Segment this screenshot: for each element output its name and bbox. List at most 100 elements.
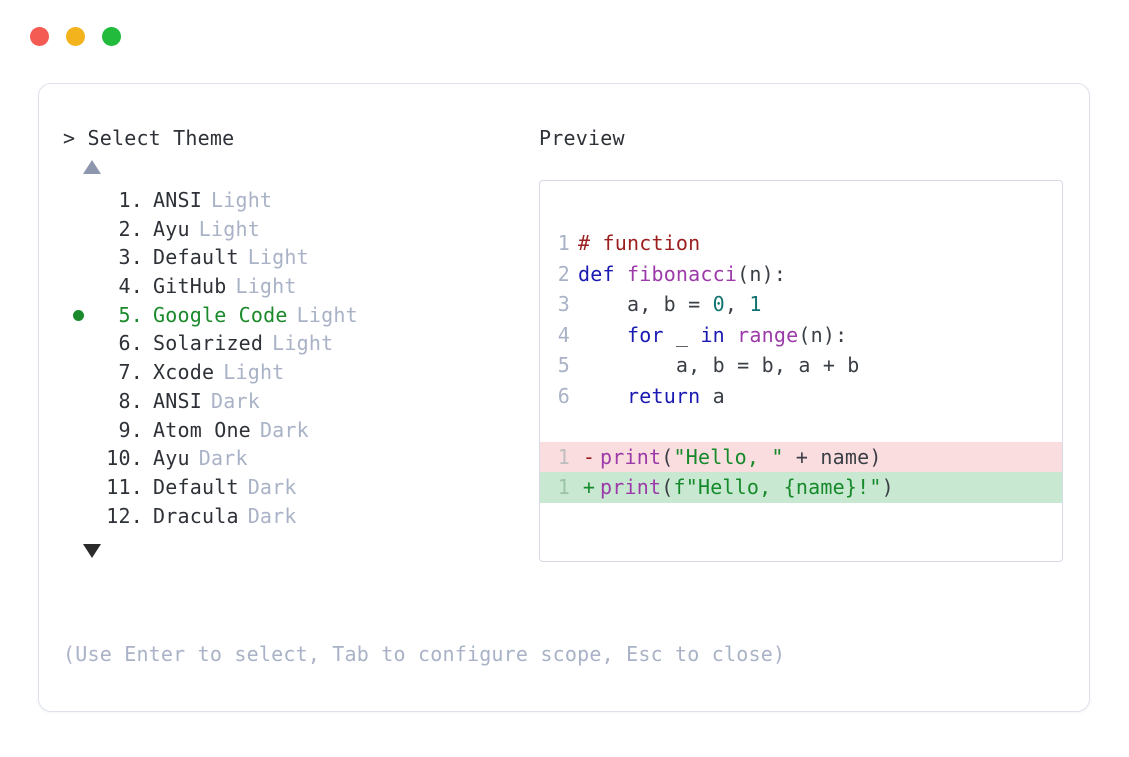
theme-item-variant: Light	[247, 245, 309, 270]
close-window-button[interactable]	[30, 26, 49, 46]
code-token: "Hello, "	[673, 444, 784, 469]
code-token: (n):	[737, 261, 787, 286]
code-token: fibonacci	[626, 261, 738, 286]
code-line: 4 for _ in range(n):	[540, 320, 1062, 351]
code-token: in	[700, 322, 725, 347]
line-number: 1	[557, 231, 570, 255]
theme-list-item[interactable]: 10. Ayu Dark	[63, 444, 543, 473]
theme-item-name: Dracula	[153, 503, 239, 528]
line-number: 5	[557, 353, 570, 377]
diff-line-text: print("Hello, " + name)	[600, 442, 882, 473]
theme-list-item[interactable]: 3. Default Light	[63, 243, 543, 272]
theme-item-name: Ayu	[153, 446, 190, 471]
prompt-label: > Select Theme	[63, 126, 235, 150]
code-token: (	[661, 475, 674, 499]
theme-item-variant: Light	[198, 216, 260, 241]
code-line-text: for _ in range(n):	[578, 320, 847, 351]
theme-item-variant: Light	[223, 360, 285, 385]
diff-line-minus: 1-print("Hello, " + name)	[540, 441, 1062, 473]
code-token	[578, 323, 627, 347]
theme-item-name: Default	[153, 245, 239, 270]
theme-item-index: 5.	[118, 302, 143, 327]
maximize-window-button[interactable]	[102, 26, 121, 46]
theme-item-name: Ayu	[153, 216, 190, 241]
line-number: 1	[557, 444, 570, 469]
code-token: return	[626, 383, 701, 408]
preview-label: Preview	[539, 126, 625, 150]
line-number: 6	[557, 383, 570, 408]
theme-item-name: Solarized	[153, 331, 264, 356]
code-token: print	[600, 475, 662, 499]
diff-line-plus: 1 +print(f"Hello, {name}!")	[540, 472, 1062, 503]
theme-item-index: 2.	[118, 216, 143, 241]
diff-sign: +	[582, 475, 596, 499]
triangle-down-icon	[83, 544, 101, 559]
theme-item-variant: Dark	[210, 388, 260, 413]
theme-item-name: Atom One	[153, 417, 251, 442]
code-token: for	[626, 322, 664, 347]
theme-item-variant: Dark	[198, 446, 248, 471]
code-token: (	[661, 444, 674, 469]
code-line-text: return a	[578, 381, 725, 412]
code-blank-line	[540, 411, 1062, 442]
theme-item-index: 4.	[118, 274, 143, 299]
code-line-text: a, b = 0, 1	[578, 289, 762, 320]
code-line-text: def fibonacci(n):	[578, 259, 786, 290]
code-line-text: # function	[578, 228, 700, 259]
theme-item-variant: Light	[210, 188, 273, 212]
theme-item-index: 6.	[118, 331, 143, 356]
code-token: )	[881, 475, 894, 499]
diff-line-text: print(f"Hello, {name}!")	[600, 472, 894, 503]
minimize-window-button[interactable]	[66, 26, 85, 46]
code-token: def	[578, 261, 627, 286]
theme-item-variant: Dark	[247, 503, 297, 528]
theme-item-index: 10.	[106, 446, 143, 471]
code-token	[725, 323, 737, 347]
theme-item-variant: Dark	[247, 474, 297, 499]
scroll-down-indicator[interactable]	[63, 536, 543, 566]
theme-item-index: 3.	[118, 245, 143, 270]
window-titlebar	[0, 0, 1129, 72]
keyboard-hint: (Use Enter to select, Tab to configure s…	[63, 642, 786, 666]
code-token: print	[600, 444, 662, 469]
theme-item-index: 11.	[106, 474, 143, 499]
selected-bullet-icon	[73, 309, 84, 321]
code-token: range	[737, 322, 799, 347]
code-token: f"Hello, {name}!"	[673, 475, 882, 499]
code-line: 3 a, b = 0, 1	[540, 289, 1062, 320]
code-line: 6 return a	[540, 381, 1062, 412]
code-token: (n):	[798, 322, 848, 347]
code-token: a	[700, 383, 725, 408]
theme-item-variant: Light	[235, 274, 297, 299]
theme-list-item[interactable]: 2. Ayu Light	[63, 215, 543, 244]
code-line: 5 a, b = b, a + b	[540, 350, 1062, 381]
code-token: # function	[578, 231, 701, 255]
theme-item-index: 12.	[106, 503, 143, 528]
code-token: _	[663, 322, 701, 347]
scroll-up-indicator[interactable]	[63, 152, 543, 182]
theme-item-name: Google Code	[153, 302, 288, 327]
code-token: + name)	[783, 444, 882, 469]
code-line-text: a, b = b, a + b	[578, 350, 860, 381]
line-number: 4	[557, 322, 570, 347]
theme-item-index: 9.	[118, 417, 143, 442]
theme-item-index: 8.	[118, 388, 143, 413]
theme-list-item[interactable]: 12. Dracula Dark	[63, 502, 543, 531]
line-number: 1	[557, 475, 570, 499]
theme-item-name: Xcode	[153, 360, 215, 385]
theme-item-index: 1.	[118, 188, 143, 212]
line-number: 3	[557, 292, 570, 316]
